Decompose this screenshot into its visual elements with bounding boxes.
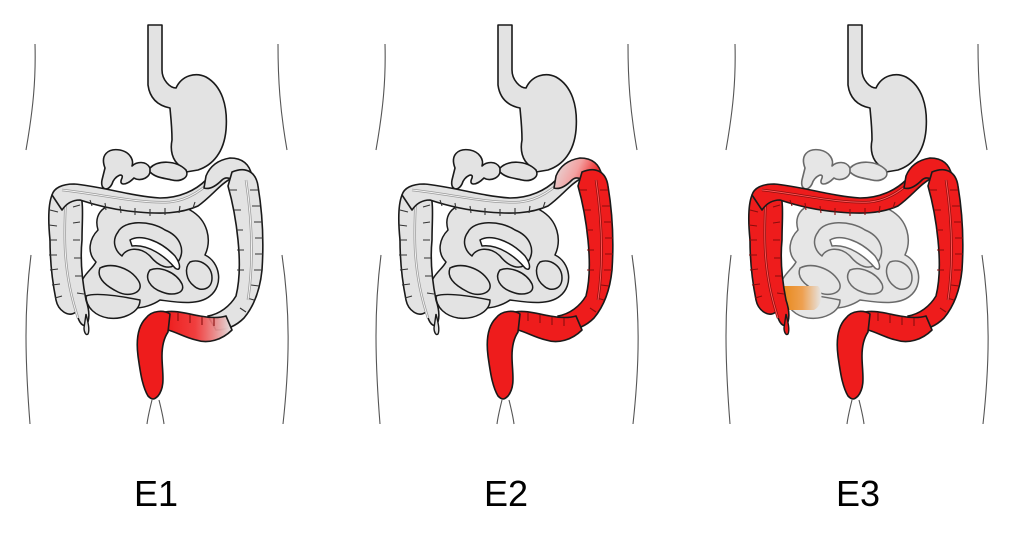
stomach [147, 24, 228, 173]
body-outline [375, 43, 639, 425]
duodenum [450, 148, 538, 190]
rectum [836, 310, 871, 400]
sigmoid-colon [514, 310, 583, 343]
panel-e3: E3 [700, 0, 1024, 533]
body-outline [725, 43, 989, 425]
small-intestine [79, 200, 220, 320]
descending-colon [207, 168, 264, 331]
descending-colon [907, 168, 964, 331]
rectum [136, 310, 171, 400]
rectum [486, 310, 521, 400]
descending-colon [557, 168, 614, 331]
duodenum [800, 148, 888, 190]
panel-label: E3 [835, 473, 881, 514]
ascending-colon [747, 185, 790, 336]
sigmoid-colon [864, 310, 933, 343]
panel-label: E1 [133, 473, 179, 514]
panel-e2: E2 [350, 0, 690, 533]
body-outline [25, 43, 289, 425]
ascending-colon [47, 185, 90, 336]
stomach [847, 24, 928, 173]
sigmoid-colon [164, 310, 233, 343]
panel-label: E2 [483, 473, 529, 514]
small-intestine [429, 200, 570, 320]
small-intestine [779, 200, 920, 320]
panel-e1: E1 [0, 0, 340, 533]
cecum-orange [783, 286, 822, 310]
duodenum [100, 148, 188, 190]
stomach [497, 24, 578, 173]
ascending-colon [397, 185, 440, 336]
